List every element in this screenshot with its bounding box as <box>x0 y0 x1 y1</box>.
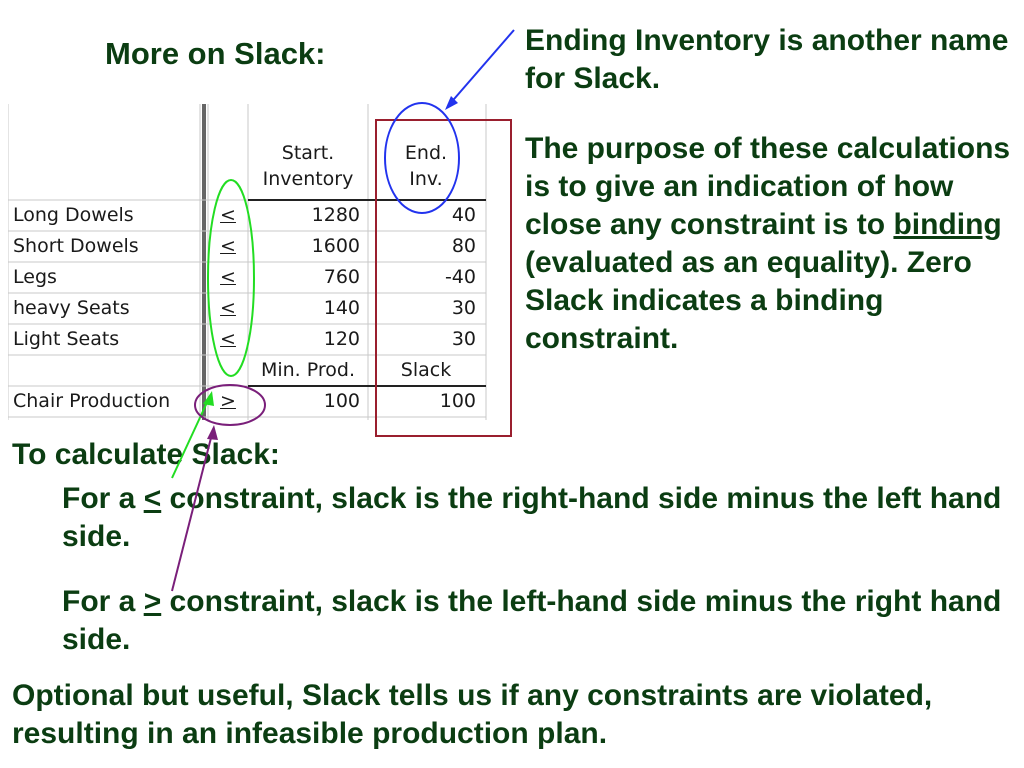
row-start-chair-production: 100 <box>323 390 360 412</box>
row-start-heavy-seats: 140 <box>323 297 360 319</box>
inventory-table: Start. Inventory End. Inv. Long Dowels < 1… <box>8 104 488 420</box>
row-start-legs: 760 <box>323 266 360 288</box>
page-title: More on Slack: <box>105 36 326 71</box>
row-label-short-dowels: Short Dowels <box>13 235 139 257</box>
end-inventory-header: End. Inv. <box>376 140 476 192</box>
greater-than-rule: For a > constraint, slack is the left-ha… <box>62 583 1012 659</box>
purpose-text-before: The purpose of these calculations is to … <box>525 132 1011 241</box>
row-op-short-dowels: < <box>220 235 236 257</box>
start-header-line1: Start. <box>281 142 335 164</box>
green-pointer-line <box>171 395 211 479</box>
green-arrowhead-icon <box>203 391 214 406</box>
rule-ge-prefix: For a <box>62 585 144 618</box>
row-end-light-seats: 30 <box>451 328 476 350</box>
row-end-chair-production: 100 <box>439 390 476 412</box>
rule-le-suffix: constraint, slack is the right-hand side… <box>62 482 1002 553</box>
row-label-light-seats: Light Seats <box>13 328 120 350</box>
end-header-line2: Inv. <box>409 168 443 190</box>
end-inv-header-ellipse <box>384 102 460 214</box>
end-inventory-highlight-box <box>375 119 512 437</box>
row-label-legs: Legs <box>13 266 57 288</box>
row-end-heavy-seats: 30 <box>451 297 476 319</box>
end-header-line1: End. <box>404 142 448 164</box>
row-label-heavy-seats: heavy Seats <box>13 297 130 319</box>
greater-than-ellipse <box>194 384 266 426</box>
slack-header: Slack <box>400 359 452 381</box>
row-end-short-dowels: 80 <box>451 235 476 257</box>
purple-pointer-line <box>171 429 214 592</box>
row-end-legs: -40 <box>444 266 476 288</box>
row-label-long-dowels: Long Dowels <box>13 204 134 226</box>
purpose-text-after: (evaluated as an equality). Zero Slack i… <box>525 246 972 355</box>
purpose-note: The purpose of these calculations is to … <box>525 130 1020 358</box>
less-than-ellipse <box>207 179 255 377</box>
rule-le-prefix: For a <box>62 482 144 515</box>
row-label-chair-production: Chair Production <box>13 390 171 412</box>
closing-note: Optional but useful, Slack tells us if a… <box>12 679 933 750</box>
purple-arrowhead-icon <box>207 425 218 440</box>
calculate-slack-heading: To calculate Slack: <box>12 438 280 471</box>
row-op-long-dowels: < <box>220 204 236 226</box>
rule-ge-suffix: constraint, slack is the left-hand side … <box>62 585 1002 656</box>
blue-pointer-line <box>447 29 515 107</box>
row-start-short-dowels: 1600 <box>311 235 360 257</box>
row-start-long-dowels: 1280 <box>311 204 360 226</box>
row-op-chair-production: > <box>220 390 236 412</box>
start-header-line2: Inventory <box>262 168 354 190</box>
row-op-heavy-seats: < <box>220 297 236 319</box>
binding-keyword: binding <box>893 208 1002 241</box>
ending-inventory-note: Ending Inventory is another name for Sla… <box>525 24 1009 95</box>
row-op-light-seats: < <box>220 328 236 350</box>
blue-arrowhead-icon <box>445 96 458 110</box>
start-inventory-header: Start. Inventory <box>256 140 360 192</box>
rule-le-symbol: < <box>143 482 162 515</box>
row-start-light-seats: 120 <box>323 328 360 350</box>
table-gridlines <box>8 104 487 420</box>
rule-ge-symbol: > <box>143 585 162 618</box>
min-prod-header: Min. Prod. <box>260 359 356 381</box>
less-than-rule: For a < constraint, slack is the right-h… <box>62 480 1012 556</box>
row-op-legs: < <box>220 266 236 288</box>
row-end-long-dowels: 40 <box>451 204 476 226</box>
